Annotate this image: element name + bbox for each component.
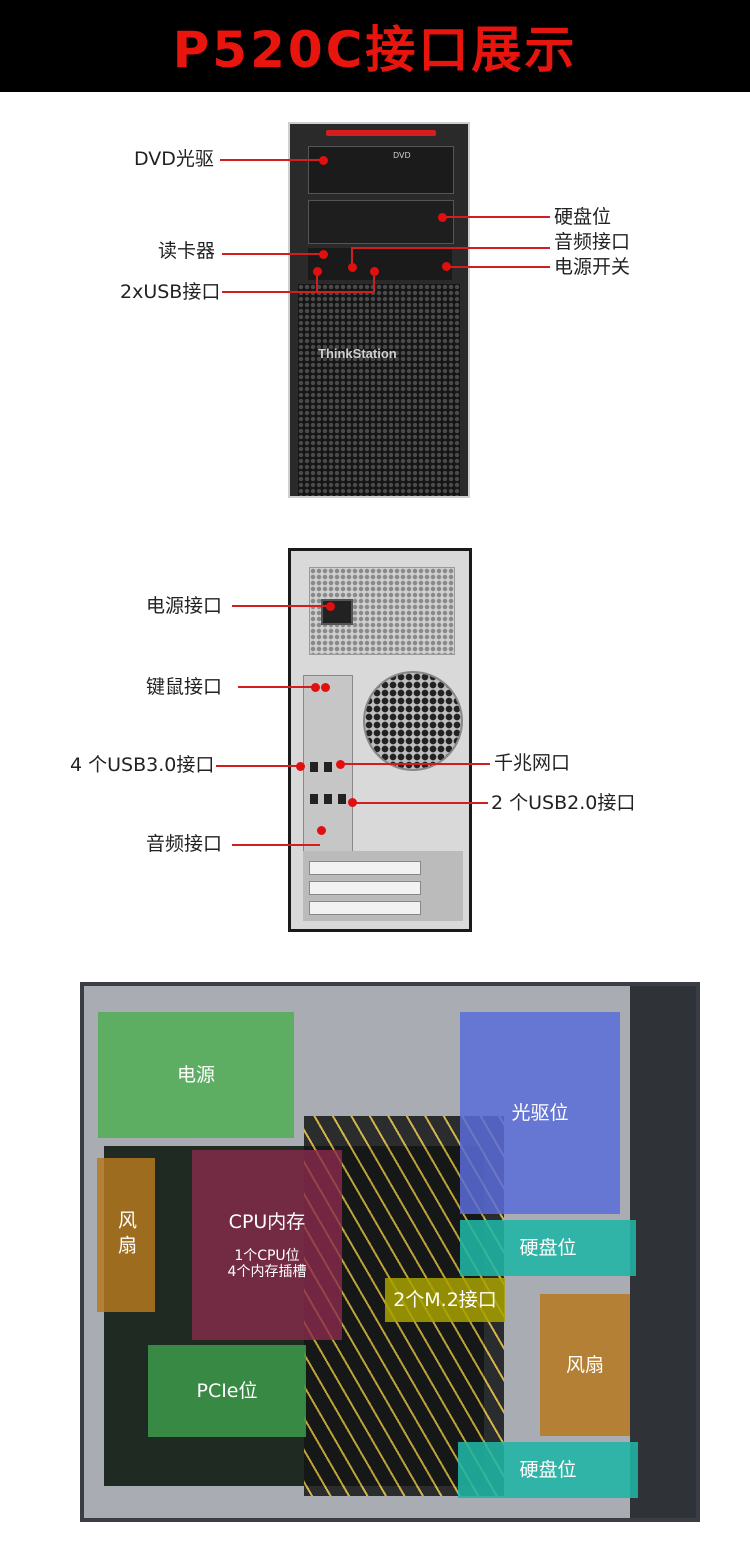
marker-power-button — [441, 261, 451, 271]
usb30-port — [310, 762, 318, 772]
label-lan: 千兆网口 — [494, 752, 571, 774]
page-title: P520C接口展示 — [172, 21, 578, 79]
overlay-psu-label: 电源 — [176, 1064, 215, 1086]
slot-cover — [309, 901, 421, 915]
overlay-fan-right-label: 风扇 — [565, 1354, 604, 1376]
overlay-psu: 电源 — [98, 1012, 294, 1138]
overlay-cpu-mem: CPU内存 1个CPU位 4个内存插槽 — [192, 1150, 342, 1340]
dvd-bay: DVD — [308, 146, 454, 194]
drive-bay — [308, 200, 454, 244]
overlay-hdd-top-label: 硬盘位 — [519, 1237, 577, 1259]
marker-dvd — [318, 155, 328, 165]
leader-dvd — [220, 159, 322, 161]
dvd-logo: DVD — [393, 151, 411, 160]
front-accent-bar — [326, 130, 436, 136]
usb30-port — [324, 762, 332, 772]
overlay-fan-left-label: 风扇 — [115, 1210, 137, 1260]
label-ps2: 键鼠接口 — [146, 676, 223, 698]
brand-logo: ThinkStation — [318, 346, 397, 361]
leader-rear-audio — [232, 844, 320, 846]
usb30-port — [310, 794, 318, 804]
expansion-slots — [303, 851, 463, 921]
label-usb20: 2 个USB2.0接口 — [491, 792, 636, 814]
overlay-odd: 光驱位 — [460, 1012, 620, 1214]
label-front-audio: 音频接口 — [554, 231, 631, 253]
marker-ps2-a — [310, 682, 320, 692]
label-dvd: DVD光驱 — [134, 148, 214, 170]
label-rear-audio: 音频接口 — [146, 833, 223, 855]
leader-front-usb-a — [316, 270, 318, 292]
marker-rear-audio — [316, 825, 326, 835]
front-port-strip — [308, 248, 452, 280]
power-socket — [321, 599, 353, 625]
rear-fan — [363, 671, 463, 771]
overlay-hdd-bottom: 硬盘位 — [458, 1442, 638, 1498]
overlay-cpu-detail-1: 1个CPU位 — [234, 1248, 300, 1264]
leader-front-audio — [352, 247, 550, 249]
marker-usb30 — [295, 761, 305, 771]
leader-power-button — [446, 266, 550, 268]
marker-ps2-b — [320, 682, 330, 692]
overlay-cpu-label: CPU内存 — [228, 1211, 306, 1233]
usb30-port — [324, 794, 332, 804]
back-tower-image — [288, 548, 472, 932]
label-usb30: 4 个USB3.0接口 — [70, 754, 215, 776]
marker-lan — [335, 759, 345, 769]
overlay-hdd-bottom-label: 硬盘位 — [519, 1459, 577, 1481]
leader-hdd-bay — [442, 216, 550, 218]
marker-front-audio — [347, 262, 357, 272]
label-hdd-bay: 硬盘位 — [554, 206, 612, 228]
overlay-fan-right: 风扇 — [540, 1294, 630, 1436]
usb20-port — [338, 794, 346, 804]
overlay-m2: 2个M.2接口 — [385, 1278, 505, 1322]
label-card-reader: 读卡器 — [158, 240, 216, 262]
front-grill — [298, 284, 460, 496]
leader-card-reader — [222, 253, 322, 255]
slot-cover — [309, 861, 421, 875]
overlay-fan-left: 风扇 — [97, 1158, 155, 1312]
title-banner: P520C接口展示 — [0, 0, 750, 92]
side-panel — [630, 986, 696, 1518]
marker-card-reader — [318, 249, 328, 259]
slot-cover — [309, 881, 421, 895]
leader-usb20 — [352, 802, 488, 804]
overlay-cpu-detail-2: 4个内存插槽 — [227, 1264, 307, 1280]
overlay-m2-label: 2个M.2接口 — [393, 1289, 497, 1311]
overlay-odd-label: 光驱位 — [511, 1102, 569, 1124]
leader-front-usb-b — [373, 270, 375, 292]
marker-front-usb-b — [369, 266, 379, 276]
leader-lan — [340, 763, 490, 765]
label-power-button: 电源开关 — [554, 256, 631, 278]
marker-hdd-bay — [437, 212, 447, 222]
overlay-hdd-top: 硬盘位 — [460, 1220, 636, 1276]
io-shield — [303, 675, 353, 857]
leader-usb30 — [216, 765, 298, 767]
marker-power-port — [325, 601, 335, 611]
marker-usb20 — [347, 797, 357, 807]
leader-power-port — [232, 605, 328, 607]
marker-front-usb-a — [312, 266, 322, 276]
leader-front-usb — [222, 291, 374, 293]
leader-ps2 — [238, 686, 314, 688]
label-power-port: 电源接口 — [146, 595, 223, 617]
overlay-pcie-label: PCIe位 — [196, 1380, 258, 1402]
front-tower-image: DVD ThinkStation — [288, 122, 470, 498]
leader-front-audio-v — [351, 247, 353, 267]
label-front-usb: 2xUSB接口 — [120, 281, 221, 303]
overlay-pcie: PCIe位 — [148, 1345, 306, 1437]
